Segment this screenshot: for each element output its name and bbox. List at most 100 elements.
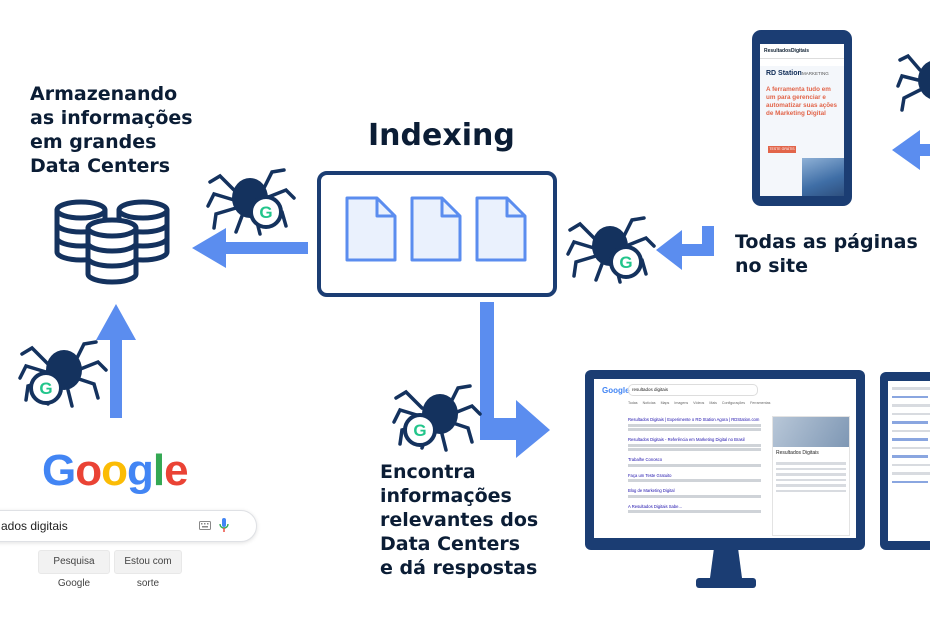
pages-label-line: Todas as páginas bbox=[735, 231, 918, 253]
monitor-stand bbox=[696, 548, 756, 588]
storage-label-line: Armazenando bbox=[30, 83, 178, 105]
tablet-mockup bbox=[880, 372, 930, 550]
serp-result-snippet bbox=[628, 423, 761, 427]
serp-result-snippet bbox=[628, 510, 761, 513]
pages-label: Todas as páginas no site bbox=[735, 230, 918, 278]
document-icon bbox=[345, 196, 397, 262]
serp-result-snippet bbox=[628, 479, 761, 482]
spider-icon: G bbox=[206, 168, 296, 236]
knowledge-panel-line bbox=[776, 467, 846, 470]
building-photo bbox=[802, 158, 844, 196]
serp-results: Resultados Digitais | Experimente o RD S… bbox=[628, 417, 768, 519]
google-logo-letter: o bbox=[75, 446, 102, 495]
arrow-left-partial-icon bbox=[892, 130, 930, 170]
arrow-return-icon bbox=[656, 226, 714, 270]
google-logo-letter: o bbox=[101, 446, 128, 495]
answers-label-line: Data Centers bbox=[380, 533, 521, 555]
indexing-box bbox=[317, 171, 557, 297]
answers-label: Encontra informações relevantes dos Data… bbox=[380, 460, 538, 580]
knowledge-panel-line bbox=[776, 478, 846, 481]
storage-label-line: Data Centers bbox=[30, 155, 171, 177]
tablet-link bbox=[892, 438, 928, 441]
tablet-line bbox=[892, 463, 930, 466]
knowledge-panel-line bbox=[776, 462, 846, 465]
tablet-line bbox=[892, 446, 930, 449]
serp-result-title[interactable]: Faça um Teste Gratuito bbox=[628, 472, 672, 478]
feeling-lucky-button[interactable]: Estou com sorte bbox=[114, 550, 182, 589]
knowledge-panel-title: Resultados Digitais bbox=[776, 450, 819, 456]
tablet-link bbox=[892, 480, 928, 483]
serp-screen: Google resultados digitais Todas Notícia… bbox=[594, 379, 856, 538]
diagram-title: Indexing bbox=[368, 118, 515, 153]
tablet-link bbox=[892, 395, 928, 398]
phone-mockup: ResultadosDigitais RD Station MARKETING … bbox=[752, 30, 852, 206]
document-icon bbox=[475, 196, 527, 262]
serp-result-title[interactable]: Trabalhe Conosco bbox=[628, 457, 663, 462]
google-search-button[interactable]: Pesquisa Google bbox=[38, 550, 110, 589]
storage-label-line: em grandes bbox=[30, 131, 157, 153]
serp-logo-text: Google bbox=[602, 386, 630, 395]
google-logo-letter: G bbox=[42, 446, 76, 495]
phone-hero: RD Station MARKETING A ferramenta tudo e… bbox=[760, 66, 844, 196]
svg-text:G: G bbox=[619, 253, 632, 272]
serp-result[interactable]: Resultados Digitais - Referência em Mark… bbox=[628, 437, 768, 451]
serp-result-snippet bbox=[628, 494, 761, 498]
database-icon bbox=[54, 199, 170, 285]
arrow-down-right-icon bbox=[480, 302, 550, 458]
answers-label-line: Encontra bbox=[380, 461, 476, 483]
knowledge-panel-line bbox=[776, 484, 846, 487]
phone-nav-brand: ResultadosDigitais bbox=[760, 44, 844, 59]
tablet-line bbox=[892, 404, 930, 407]
knowledge-panel: Resultados Digitais bbox=[772, 416, 850, 536]
serp-result-title[interactable]: Resultados Digitais - Referência em Mark… bbox=[628, 437, 745, 442]
search-query: ados digitais bbox=[1, 519, 68, 533]
serp-result-title[interactable]: Resultados Digitais | Experimente o RD S… bbox=[628, 417, 760, 422]
phone-headline: A ferramenta tudo em um para gerenciar e… bbox=[766, 86, 838, 117]
serp-result[interactable]: Trabalhe Conosco bbox=[628, 457, 768, 467]
tablet-link bbox=[892, 455, 928, 458]
tablet-line bbox=[892, 387, 930, 390]
tablet-line bbox=[892, 412, 930, 415]
answers-label-line: relevantes dos bbox=[380, 509, 539, 531]
spider-icon bbox=[896, 53, 930, 112]
answers-label-line: e dá respostas bbox=[380, 557, 538, 579]
serp-result[interactable]: Blog de Marketing Digital bbox=[628, 488, 768, 498]
serp-result[interactable]: Resultados Digitais | Experimente o RD S… bbox=[628, 417, 768, 431]
google-logo-letter: l bbox=[152, 446, 165, 495]
serp-result-title[interactable]: A Resultados Digitais Sabe... bbox=[628, 503, 683, 509]
tablet-line bbox=[892, 472, 930, 475]
phone-cta-button[interactable]: TESTE GRÁTIS bbox=[768, 146, 796, 153]
google-logo: Google bbox=[42, 446, 189, 496]
spider-icon: G bbox=[18, 340, 108, 408]
arrow-left-icon bbox=[192, 228, 308, 268]
serp-result[interactable]: A Resultados Digitais Sabe... bbox=[628, 503, 768, 513]
spider-icon: G bbox=[392, 384, 482, 452]
keyboard-icon[interactable] bbox=[199, 521, 211, 530]
serp-result-snippet bbox=[628, 443, 761, 447]
pages-label-line: no site bbox=[735, 255, 808, 277]
serp-result-snippet bbox=[628, 463, 761, 467]
knowledge-panel-line bbox=[776, 473, 846, 476]
serp-result-snippet bbox=[628, 448, 761, 451]
desktop-monitor: Google resultados digitais Todas Notícia… bbox=[585, 370, 865, 550]
tablet-link bbox=[892, 421, 928, 424]
microphone-icon[interactable] bbox=[219, 518, 229, 533]
svg-text:G: G bbox=[39, 379, 52, 398]
svg-text:G: G bbox=[413, 421, 426, 440]
serp-result[interactable]: Faça um Teste Gratuito bbox=[628, 472, 768, 482]
arrow-up-icon bbox=[96, 304, 136, 418]
knowledge-panel-line bbox=[776, 489, 846, 492]
serp-result-title[interactable]: Blog de Marketing Digital bbox=[628, 488, 675, 493]
google-logo-letter: g bbox=[127, 446, 154, 495]
serp-tabs: Todas Notícias Maps Imagens Vídeos Mais … bbox=[628, 401, 771, 405]
serp-google-logo: Google bbox=[602, 386, 630, 395]
phone-brand-sub: MARKETING bbox=[802, 71, 829, 76]
tablet-screen bbox=[888, 381, 930, 541]
answers-label-line: informações bbox=[380, 485, 512, 507]
phone-brand: RD Station bbox=[766, 70, 802, 77]
svg-text:G: G bbox=[259, 203, 272, 222]
knowledge-panel-image bbox=[773, 417, 849, 447]
tablet-line bbox=[892, 429, 930, 432]
google-search-input[interactable]: ados digitais bbox=[0, 510, 257, 542]
serp-search-input[interactable]: resultados digitais bbox=[628, 384, 758, 396]
